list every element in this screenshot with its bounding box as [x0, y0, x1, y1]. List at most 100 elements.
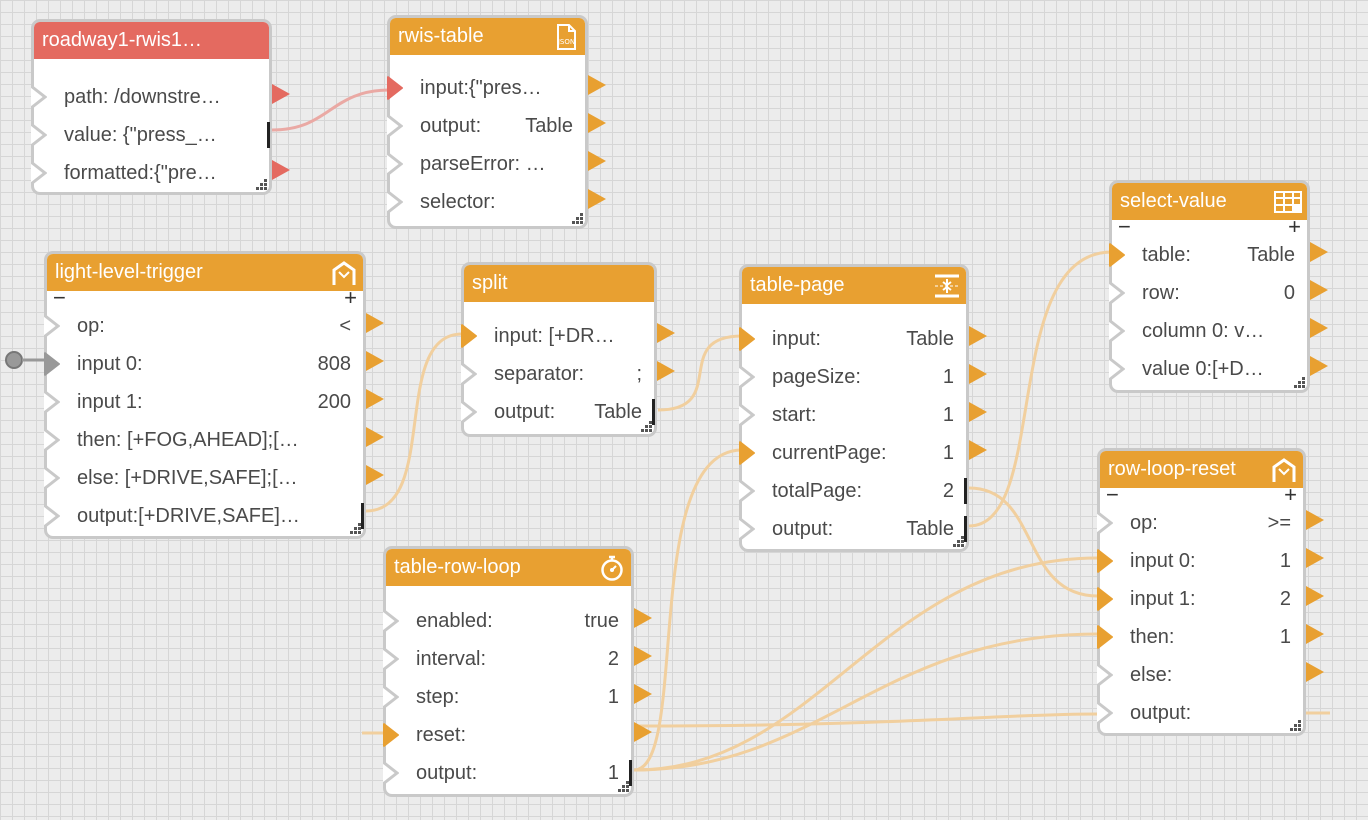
input-port[interactable]: [386, 69, 404, 107]
remove-column-button[interactable]: −: [1118, 214, 1131, 239]
input-port[interactable]: [43, 383, 61, 421]
output-port[interactable]: [588, 104, 610, 142]
port-row[interactable]: step:1: [382, 678, 619, 716]
remove-input-button[interactable]: −: [1106, 482, 1119, 507]
port-row[interactable]: value: {"press_…: [30, 116, 257, 154]
output-port[interactable]: [657, 314, 679, 352]
port-row[interactable]: row:0: [1108, 274, 1295, 312]
output-port[interactable]: [1306, 501, 1328, 539]
input-port[interactable]: [738, 434, 756, 472]
resize-grip-icon[interactable]: [952, 535, 964, 547]
output-connector[interactable]: [964, 478, 967, 504]
port-row[interactable]: currentPage:1: [738, 434, 954, 472]
port-row[interactable]: selector:: [386, 183, 573, 221]
output-port[interactable]: [588, 142, 610, 180]
input-port[interactable]: [382, 678, 400, 716]
output-port[interactable]: [366, 456, 388, 494]
block-title[interactable]: split: [464, 265, 654, 302]
port-row[interactable]: table:Table: [1108, 236, 1295, 274]
output-port[interactable]: [969, 393, 991, 431]
block-split[interactable]: split input: [+DR…separator:;output:Tabl…: [460, 262, 675, 437]
block-title[interactable]: roadway1-rwis1…: [34, 22, 269, 59]
port-row[interactable]: then:1: [1096, 618, 1291, 656]
output-port[interactable]: [1310, 233, 1332, 271]
input-port[interactable]: [382, 602, 400, 640]
output-port[interactable]: [1306, 539, 1328, 577]
port-row[interactable]: totalPage:2: [738, 472, 954, 510]
output-port[interactable]: [366, 342, 388, 380]
block-title[interactable]: select-value: [1112, 183, 1307, 220]
port-row[interactable]: op:<: [43, 307, 351, 345]
input-port[interactable]: [1108, 312, 1126, 350]
output-port[interactable]: [1306, 615, 1328, 653]
output-port[interactable]: [969, 355, 991, 393]
input-port[interactable]: [386, 107, 404, 145]
input-port[interactable]: [382, 716, 400, 754]
output-port[interactable]: [634, 675, 656, 713]
resize-grip-icon[interactable]: [617, 780, 629, 792]
output-port[interactable]: [634, 599, 656, 637]
output-connector[interactable]: [652, 399, 655, 425]
block-title[interactable]: row-loop-reset: [1100, 451, 1303, 488]
input-port[interactable]: [386, 183, 404, 221]
port-row[interactable]: input:{"pres…: [386, 69, 573, 107]
add-input-button[interactable]: +: [344, 285, 357, 310]
input-port[interactable]: [382, 640, 400, 678]
resize-grip-icon[interactable]: [1289, 719, 1301, 731]
input-port[interactable]: [43, 345, 61, 383]
input-port[interactable]: [1096, 580, 1114, 618]
input-port[interactable]: [738, 396, 756, 434]
output-port[interactable]: [588, 180, 610, 218]
output-port[interactable]: [969, 431, 991, 469]
port-row[interactable]: input 0:1: [1096, 542, 1291, 580]
port-row[interactable]: pageSize:1: [738, 358, 954, 396]
port-row[interactable]: op:>=: [1096, 504, 1291, 542]
resize-grip-icon[interactable]: [640, 420, 652, 432]
input-port[interactable]: [1096, 618, 1114, 656]
port-row[interactable]: value 0:[+D…: [1108, 350, 1295, 388]
port-row[interactable]: input 1:200: [43, 383, 351, 421]
output-port[interactable]: [1310, 309, 1332, 347]
add-column-button[interactable]: +: [1288, 214, 1301, 239]
input-port[interactable]: [738, 358, 756, 396]
input-port[interactable]: [460, 355, 478, 393]
port-row[interactable]: output:: [1096, 694, 1291, 732]
add-input-button[interactable]: +: [1284, 482, 1297, 507]
port-row[interactable]: else:: [1096, 656, 1291, 694]
block-roadway1-rwis1[interactable]: roadway1-rwis1… path: /downstre…value: {…: [30, 19, 290, 195]
block-title[interactable]: light-level-trigger: [47, 254, 363, 291]
output-connector[interactable]: [629, 760, 632, 786]
input-port[interactable]: [30, 116, 48, 154]
port-row[interactable]: start:1: [738, 396, 954, 434]
resize-grip-icon[interactable]: [571, 212, 583, 224]
port-row[interactable]: output:Table: [386, 107, 573, 145]
output-port[interactable]: [366, 418, 388, 456]
input-port[interactable]: [460, 393, 478, 431]
port-row[interactable]: then: [+FOG,AHEAD];[…: [43, 421, 351, 459]
input-port[interactable]: [43, 307, 61, 345]
input-port[interactable]: [738, 472, 756, 510]
input-port[interactable]: [43, 459, 61, 497]
input-port[interactable]: [1096, 542, 1114, 580]
output-connector[interactable]: [964, 516, 967, 542]
port-row[interactable]: reset:: [382, 716, 619, 754]
port-row[interactable]: output:[+DRIVE,SAFE]…: [43, 497, 351, 535]
port-row[interactable]: input: [+DR…: [460, 317, 642, 355]
input-port[interactable]: [30, 78, 48, 116]
output-port[interactable]: [657, 352, 679, 390]
port-row[interactable]: separator:;: [460, 355, 642, 393]
port-row[interactable]: input 0:808: [43, 345, 351, 383]
block-rwis-table[interactable]: rwis-table JSON input:{"pres…output:Tabl…: [386, 15, 606, 229]
block-title[interactable]: table-row-loop: [386, 549, 631, 586]
output-port[interactable]: [366, 380, 388, 418]
resize-grip-icon[interactable]: [255, 178, 267, 190]
port-row[interactable]: column 0: v…: [1108, 312, 1295, 350]
input-port[interactable]: [382, 754, 400, 792]
output-connector[interactable]: [361, 503, 364, 529]
trigger-input-node[interactable]: [5, 351, 23, 369]
input-port[interactable]: [738, 510, 756, 548]
output-port[interactable]: [634, 637, 656, 675]
